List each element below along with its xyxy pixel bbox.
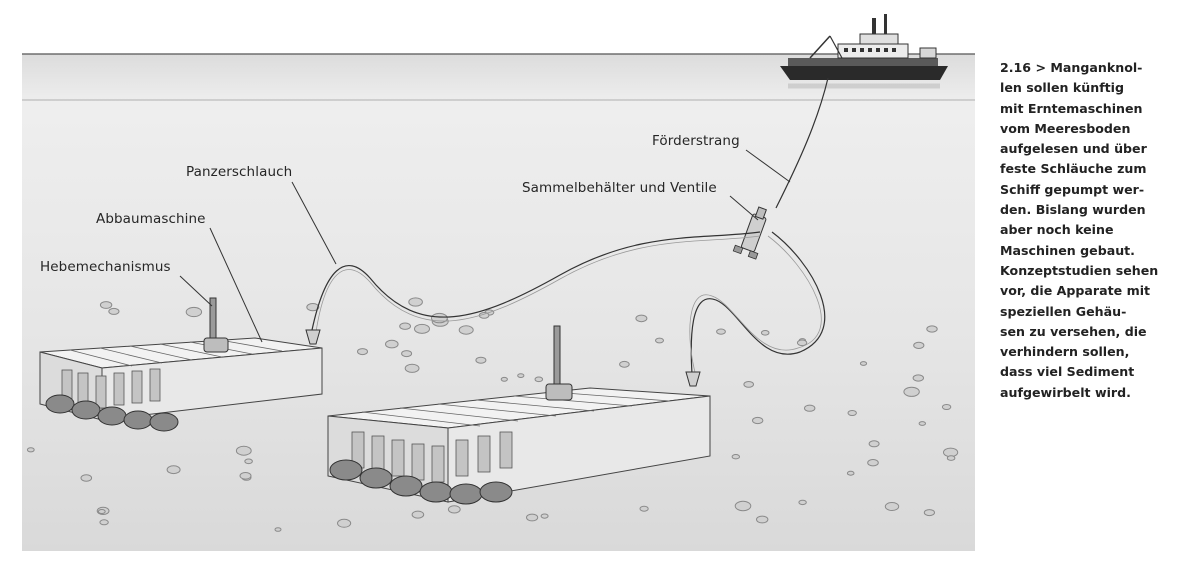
nodule-icon <box>734 500 752 512</box>
nodule-icon <box>868 440 880 448</box>
nodule-icon <box>716 328 726 335</box>
nodule-icon <box>99 301 113 309</box>
label-panzerschlauch: Panzerschlauch <box>186 164 293 180</box>
ship-icon <box>780 14 948 89</box>
nodule-icon <box>867 459 879 467</box>
caption-line: vor, die Apparate mit <box>1000 283 1151 299</box>
mining-machine-1 <box>39 297 323 432</box>
nodule-icon <box>756 515 769 524</box>
nodule-icon <box>274 527 282 532</box>
nodule-icon <box>97 509 106 514</box>
nodule-icon <box>526 513 539 522</box>
nodule-icon <box>244 458 253 465</box>
nodule-icon <box>475 356 487 364</box>
nodule-icon <box>235 445 252 456</box>
leader-lines <box>179 149 791 343</box>
nodule-icon <box>185 306 203 318</box>
nodule-icon <box>540 513 549 519</box>
deep-sea-mining-diagram <box>22 14 975 551</box>
hose-to-machine-2 <box>690 231 826 375</box>
nodule-icon <box>619 360 630 368</box>
nodule-icon <box>404 363 420 373</box>
caption-line: 2.16 > Manganknol- <box>1000 60 1143 75</box>
nodule-icon <box>414 323 430 334</box>
caption-line: vom Meeresboden <box>1000 120 1131 136</box>
nodule-icon <box>635 314 648 323</box>
nodule-icon <box>859 361 868 366</box>
caption-line: den. Bislang wurden <box>1000 202 1146 218</box>
nodule-icon <box>447 505 461 514</box>
nodule-icon <box>804 404 816 412</box>
leader-sammelbehaelter <box>729 195 759 221</box>
nodule-icon <box>458 325 474 335</box>
nodule-icon <box>912 374 924 382</box>
nodule-icon <box>26 447 35 453</box>
caption-line: sen zu versehen, die <box>1000 323 1147 339</box>
nodule-icon <box>918 421 926 426</box>
nodule-icon <box>941 404 952 410</box>
nodule-icon <box>401 350 413 358</box>
nodule-icon <box>166 465 181 475</box>
caption-line: feste Schläuche zum <box>1000 161 1147 177</box>
nodule-icon <box>411 510 425 519</box>
label-hebemechanismus: Hebemechanismus <box>40 259 171 275</box>
mining-machine-2 <box>327 325 711 505</box>
nodule-icon <box>946 455 956 461</box>
nodule-icon <box>760 330 770 336</box>
caption-line: Konzeptstudien sehen <box>1000 262 1159 278</box>
hose-to-machine-1-inner <box>315 235 761 333</box>
hose-to-machine-2-inner <box>689 235 822 377</box>
nodule-icon <box>239 472 252 480</box>
nodule-icon <box>903 386 920 397</box>
nodule-icon <box>500 376 508 382</box>
nodule-icon <box>306 303 320 312</box>
caption-line: Schiff gepumpt wer- <box>1000 181 1145 197</box>
riser-pipe <box>775 77 829 209</box>
caption-line: aufgewirbelt wird. <box>1000 384 1131 400</box>
label-abbaumaschine: Abbaumaschine <box>96 211 206 227</box>
nodule-icon <box>408 297 423 307</box>
nodule-icon <box>926 325 938 333</box>
nodule-icon <box>798 499 807 506</box>
caption-line: aufgelesen und über <box>1000 141 1147 157</box>
caption-line: aber noch keine <box>1000 222 1114 238</box>
leader-foerderstrang <box>745 149 791 183</box>
nodule-icon <box>99 519 109 526</box>
caption-line: mit Erntemaschinen <box>1000 100 1143 116</box>
caption-line: Maschinen gebaut. <box>1000 242 1135 258</box>
nodule-icon <box>385 339 399 349</box>
nodule-icon <box>731 454 740 460</box>
nodule-icon <box>913 341 925 349</box>
nodule-icon <box>80 474 93 482</box>
leader-abbaumaschine <box>209 227 263 343</box>
nodule-icon <box>847 410 857 416</box>
nodule-icon <box>534 376 544 383</box>
leader-hebemechanismus <box>179 275 213 307</box>
manganese-nodules <box>26 297 959 532</box>
nodule-icon <box>517 373 525 379</box>
nodule-icon <box>884 502 900 511</box>
nodule-icon <box>796 339 808 347</box>
nodule-icon <box>655 337 664 344</box>
nodule-icon <box>639 505 649 512</box>
nodule-icon <box>108 307 120 315</box>
nodule-icon <box>357 348 368 356</box>
nodule-icon <box>337 518 352 528</box>
caption-line: dass viel Sediment <box>1000 364 1135 380</box>
label-sammelbehaelter: Sammelbehälter und Ventile <box>522 180 717 196</box>
leader-panzerschlauch <box>291 181 337 265</box>
nodule-icon <box>923 509 936 517</box>
nodule-icon <box>743 381 755 388</box>
caption-line: speziellen Gehäu- <box>1000 303 1127 319</box>
nodule-icon <box>752 416 764 425</box>
caption-line: verhindern sollen, <box>1000 344 1130 360</box>
nodule-icon <box>399 322 412 330</box>
label-foerderstrang: Förderstrang <box>652 133 740 149</box>
caption-line: len sollen künftig <box>1000 80 1125 96</box>
figure-caption: 2.16 > Manganknol-len sollen künftig mit … <box>1000 58 1192 403</box>
nodule-icon <box>846 470 855 476</box>
hose-to-machine-1 <box>311 231 761 331</box>
